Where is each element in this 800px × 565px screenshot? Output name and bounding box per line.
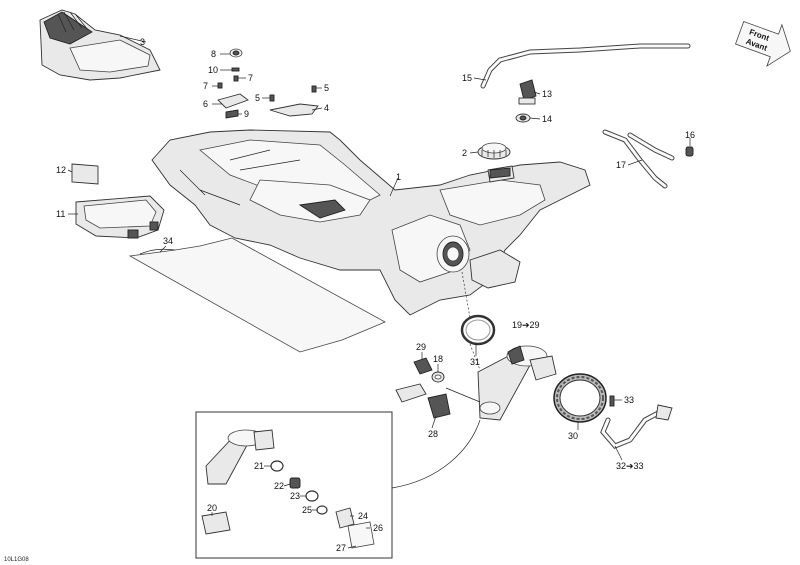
o-ring-25[interactable] — [316, 505, 328, 515]
ring-31[interactable] — [460, 314, 496, 346]
callout-31: 31 — [470, 357, 480, 367]
callout-4: 4 — [324, 103, 329, 113]
callout-7b: 7 — [203, 81, 208, 91]
cap-hardware-8[interactable] — [229, 48, 243, 58]
pump-module-20[interactable] — [201, 429, 275, 535]
clip-26-27[interactable] — [347, 521, 375, 549]
clip-9[interactable] — [225, 109, 239, 119]
callout-14: 14 — [542, 114, 552, 124]
bracket-4[interactable] — [269, 103, 319, 117]
callout-8: 8 — [211, 49, 216, 59]
lock-ring-30[interactable] — [553, 373, 607, 423]
plug-16[interactable] — [685, 146, 694, 157]
callout-labels: 1 2 3 4 5 5 6 7 7 8 9 10 11 12 13 14 15 … — [56, 37, 695, 553]
callout-9: 9 — [244, 109, 249, 119]
leader-lines — [67, 35, 691, 549]
callout-25: 25 — [302, 505, 312, 515]
cover-plate-11[interactable] — [75, 195, 165, 239]
callout-15: 15 — [462, 73, 472, 83]
callout-34: 34 — [163, 236, 173, 246]
sender-28[interactable] — [395, 383, 451, 419]
seat-part[interactable] — [39, 9, 161, 81]
fuel-cap-part[interactable] — [477, 142, 511, 160]
drawing-code: 10L1G08 — [4, 557, 29, 563]
callout-33: 33 — [624, 395, 634, 405]
callout-2: 2 — [462, 148, 467, 158]
callout-32-33: 32➔33 — [616, 461, 644, 471]
front-direction-arrow: Front Avant — [735, 20, 791, 68]
hose-17[interactable] — [602, 129, 675, 189]
callout-3: 3 — [140, 37, 145, 47]
mat-34[interactable] — [128, 237, 386, 353]
callout-16: 16 — [685, 130, 695, 140]
callout-17: 17 — [616, 160, 626, 170]
screw-7b[interactable] — [217, 82, 223, 89]
callout-27: 27 — [336, 543, 346, 553]
pad-12[interactable] — [71, 163, 99, 185]
callout-5b: 5 — [255, 93, 260, 103]
callout-24: 24 — [358, 511, 368, 521]
callout-23: 23 — [290, 491, 300, 501]
callout-29: 29 — [416, 342, 426, 352]
grommet-14[interactable] — [515, 113, 531, 123]
hose-assembly-32[interactable] — [600, 404, 673, 449]
callout-10: 10 — [208, 65, 218, 75]
screw-33[interactable] — [609, 395, 615, 407]
callout-6: 6 — [203, 99, 208, 109]
callout-21: 21 — [254, 461, 264, 471]
washer-18[interactable] — [431, 371, 445, 383]
callout-19-29: 19➔29 — [512, 320, 540, 330]
callout-12: 12 — [56, 165, 66, 175]
screw-5b[interactable] — [269, 94, 275, 102]
bracket-6[interactable] — [217, 93, 249, 109]
callout-30: 30 — [568, 431, 578, 441]
fitting-13[interactable] — [518, 79, 537, 105]
vent-hose-15[interactable] — [480, 43, 691, 89]
fuel-tank-part[interactable] — [151, 129, 591, 316]
callout-5a: 5 — [324, 83, 329, 93]
fitting-29[interactable] — [413, 357, 433, 375]
screw-7a[interactable] — [233, 75, 239, 82]
screw-10[interactable] — [231, 67, 240, 72]
callout-7a: 7 — [248, 73, 253, 83]
filter-22[interactable] — [289, 477, 301, 489]
detail-inset-box — [195, 411, 481, 559]
callout-18: 18 — [433, 354, 443, 364]
fuel-pump-assembly[interactable] — [445, 345, 557, 421]
callout-22: 22 — [274, 481, 284, 491]
callout-20: 20 — [207, 503, 217, 513]
regulator-24[interactable] — [335, 507, 355, 529]
callout-26: 26 — [373, 523, 383, 533]
o-ring-23[interactable] — [305, 490, 319, 502]
callout-11: 11 — [56, 209, 65, 219]
callout-28: 28 — [428, 429, 438, 439]
callout-1: 1 — [396, 172, 401, 182]
o-ring-21[interactable] — [270, 460, 284, 472]
callout-13: 13 — [542, 89, 552, 99]
screw-5a[interactable] — [311, 85, 317, 93]
